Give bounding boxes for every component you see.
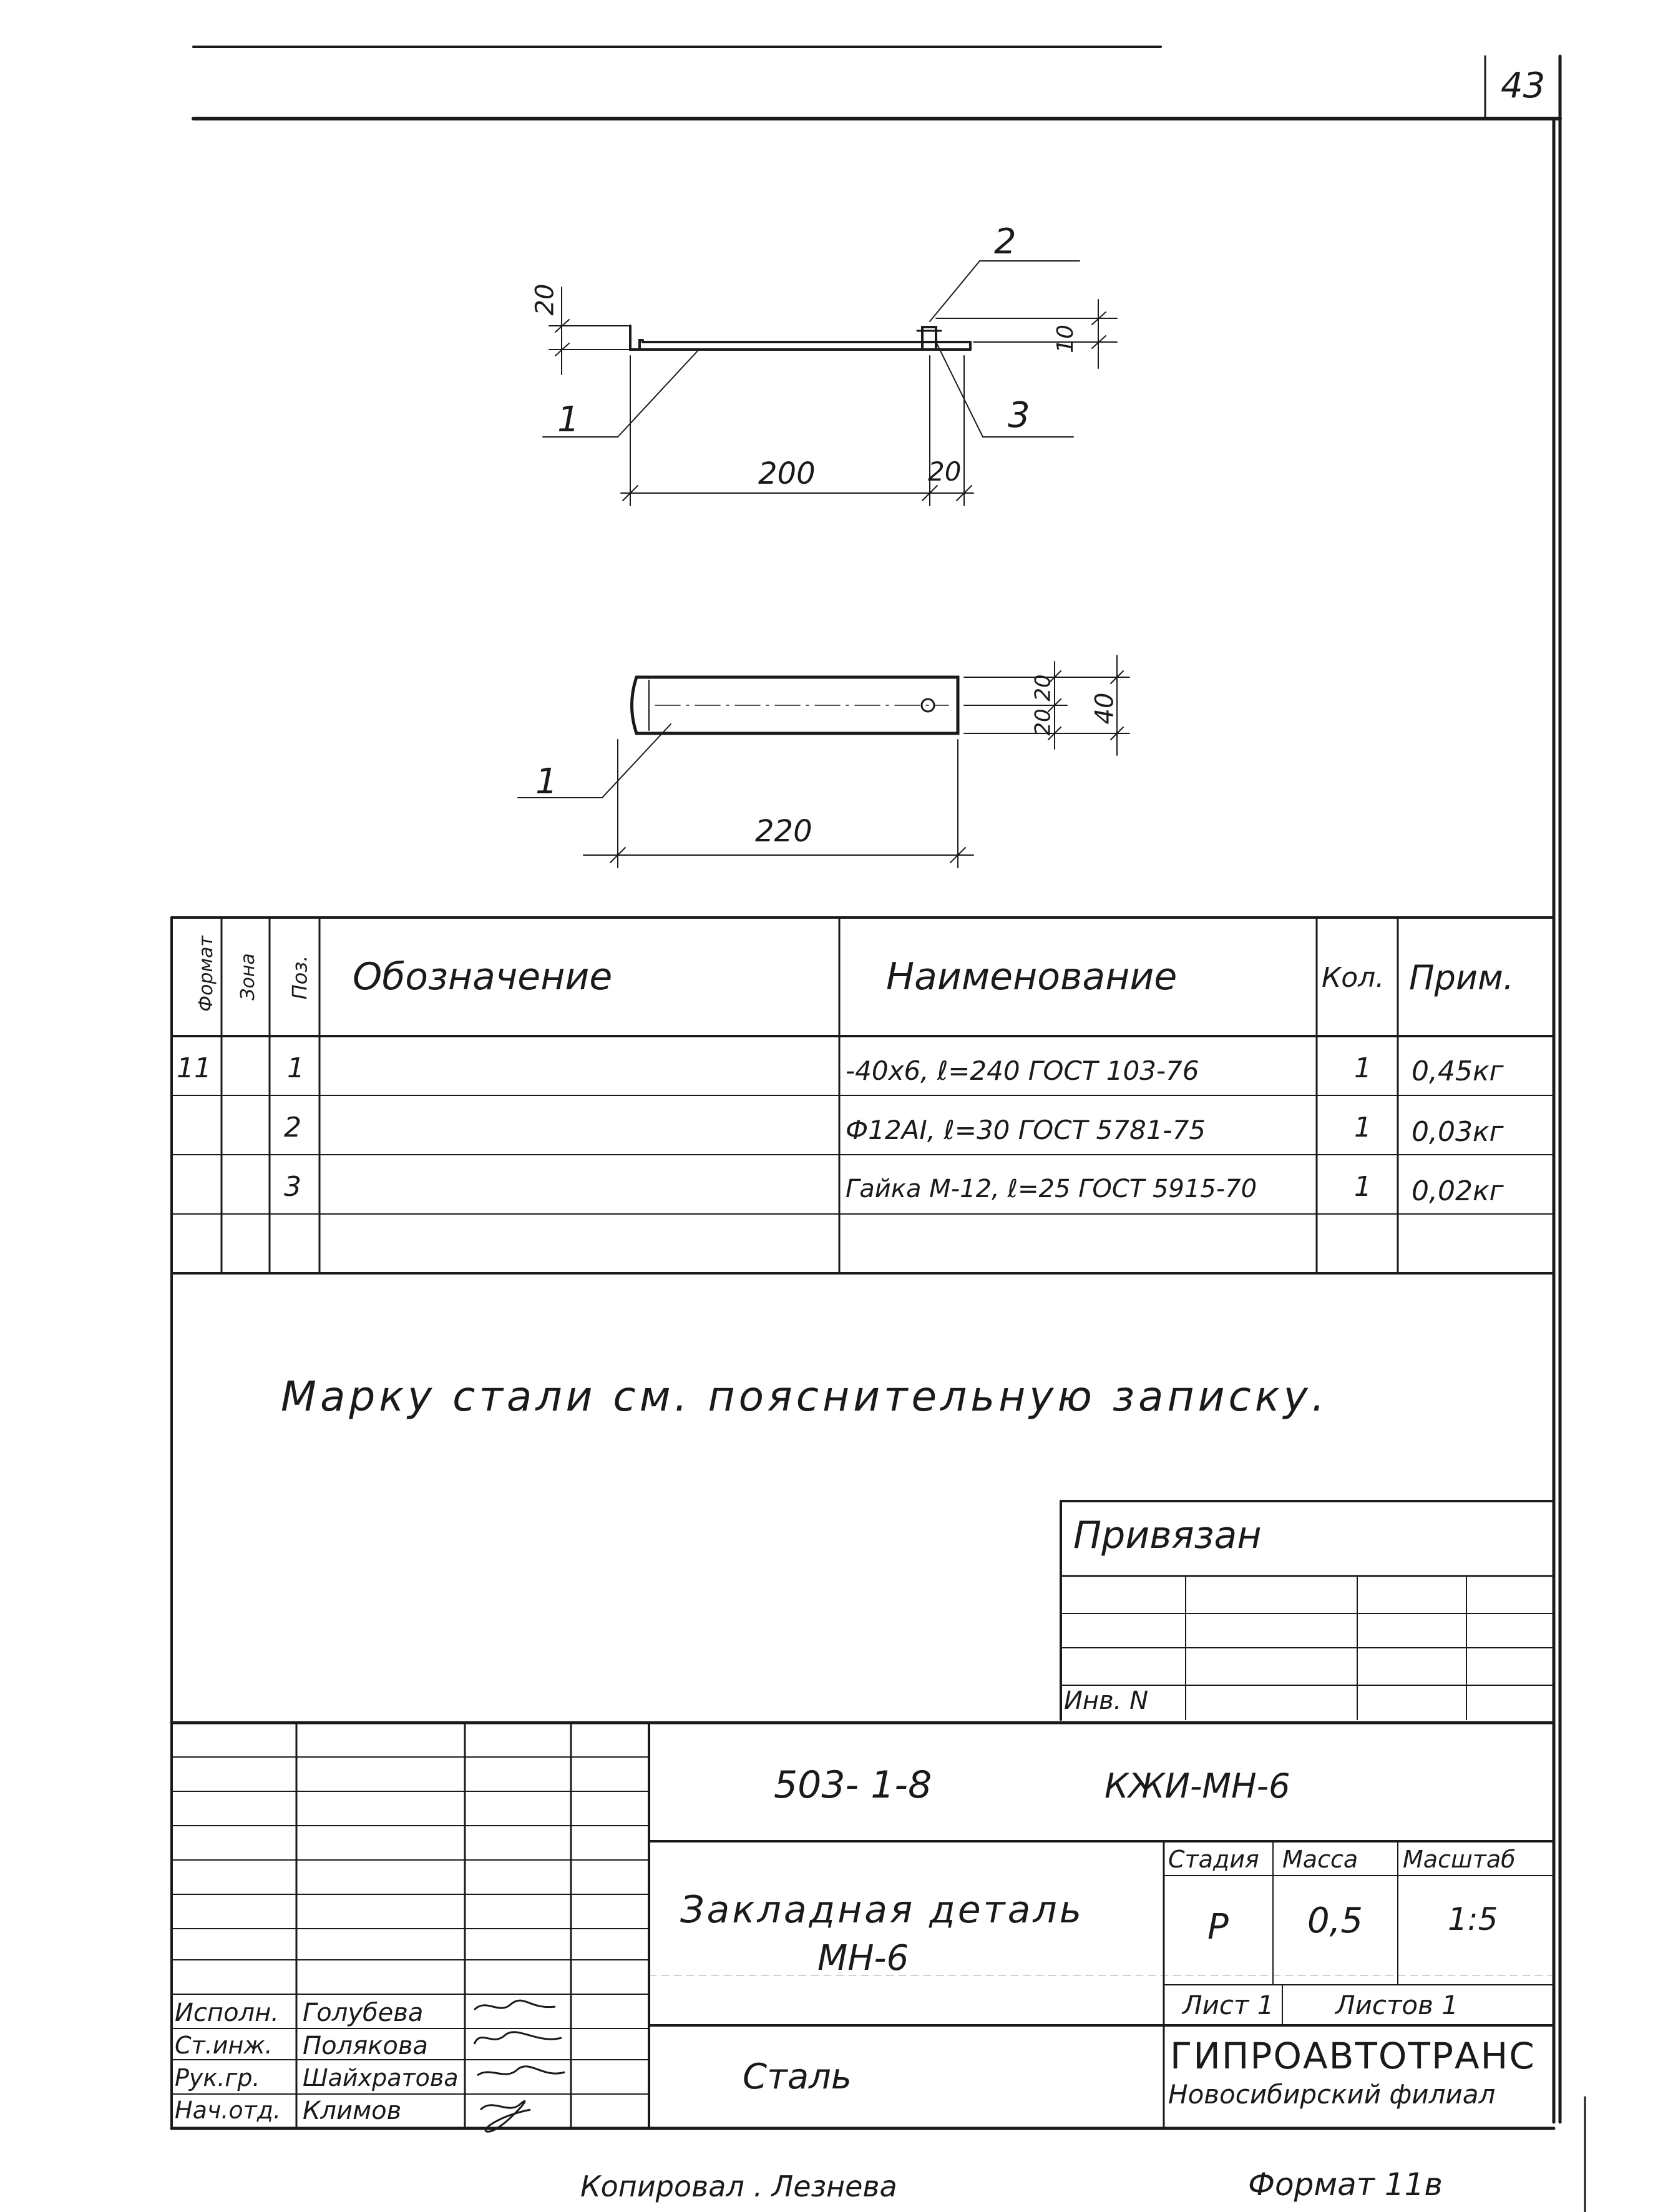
row1-note: 0,45кг: [1412, 1055, 1504, 1087]
row2-name: Ф12АI, ℓ=30 ГОСТ 5781-75: [846, 1115, 1206, 1145]
header-designation: Обозначение: [353, 955, 613, 999]
row1-qty: 1: [1354, 1052, 1372, 1084]
scale-value: 1:5: [1448, 1901, 1498, 1937]
row3-pos: 3: [284, 1171, 301, 1203]
item-name-line1: Закладная деталь: [680, 1888, 1085, 1932]
dim-top-left: 20: [530, 283, 560, 316]
row3-qty: 1: [1354, 1171, 1372, 1203]
dim-end: 20: [928, 456, 962, 487]
sig-role-1: Исполн.: [175, 1999, 279, 2027]
sig-name-2: Полякова: [303, 2032, 428, 2060]
dim-right-small: 10: [1052, 325, 1078, 353]
callout-1-plan: 1: [535, 761, 558, 802]
header-format: Формат: [195, 936, 217, 1012]
mass-label: Масса: [1282, 1846, 1358, 1873]
header-qty: Кол.: [1322, 962, 1385, 994]
org-branch: Новосибирский филиал: [1168, 2079, 1496, 2110]
row1-pos: 1: [287, 1052, 305, 1084]
doc-mark: КЖИ-МН-6: [1105, 1766, 1290, 1806]
header-name: Наименование: [886, 955, 1178, 999]
header-pos: Поз.: [288, 955, 312, 1000]
note-text: Марку стали см. пояснительную записку.: [281, 1373, 1329, 1421]
callout-1: 1: [557, 399, 580, 440]
copied-by: Копировал . Лезнева: [580, 2170, 897, 2203]
stage-label: Стадия: [1168, 1846, 1259, 1873]
callout-2: 2: [994, 222, 1017, 262]
sig-role-4: Нач.отд.: [175, 2097, 281, 2124]
row3-note: 0,02кг: [1412, 1175, 1504, 1207]
privyazan-title: Привязан: [1073, 1514, 1262, 1557]
inv-label: Инв. N: [1064, 1686, 1148, 1715]
org-name: ГИПРОАВТОТРАНС: [1170, 2035, 1536, 2077]
header-zone: Зона: [237, 953, 259, 1001]
row2-note: 0,03кг: [1412, 1116, 1504, 1148]
row1-format: 11: [177, 1052, 212, 1084]
row2-qty: 1: [1354, 1112, 1372, 1143]
sig-name-1: Голубева: [303, 1999, 424, 2027]
stage-value: Р: [1207, 1907, 1229, 1947]
format-label: Формат 11в: [1248, 2166, 1443, 2203]
row3-name: Гайка М-12, ℓ=25 ГОСТ 5915-70: [846, 1175, 1257, 1203]
sig-role-2: Ст.инж.: [175, 2032, 273, 2059]
mass-value: 0,5: [1307, 1901, 1363, 1941]
material: Сталь: [743, 2057, 852, 2097]
sheet-label: Лист 1: [1183, 1990, 1274, 2020]
header-note: Прим.: [1409, 958, 1514, 997]
dim-bottom: 20: [1030, 708, 1056, 736]
row1-name: -40x6, ℓ=240 ГОСТ 103-76: [846, 1055, 1199, 1086]
dim-total: 40: [1090, 692, 1119, 725]
dim-top: 20: [1030, 674, 1056, 702]
dim-length: 200: [758, 456, 816, 491]
row2-pos: 2: [284, 1112, 301, 1143]
callout-3: 3: [1008, 395, 1030, 436]
doc-code: 503- 1-8: [774, 1763, 932, 1807]
sig-role-3: Рук.гр.: [175, 2064, 260, 2092]
sheet-number: 43: [1501, 66, 1546, 106]
sheets-label: Листов 1: [1335, 1990, 1458, 2020]
scale-label: Масштаб: [1403, 1846, 1516, 1873]
signature-marks: [473, 1999, 565, 2133]
sig-name-4: Климов: [303, 2097, 402, 2125]
item-name-line2: МН-6: [817, 1938, 909, 1979]
sig-name-3: Шайхратова: [303, 2064, 459, 2092]
dim-length-220: 220: [755, 814, 812, 849]
